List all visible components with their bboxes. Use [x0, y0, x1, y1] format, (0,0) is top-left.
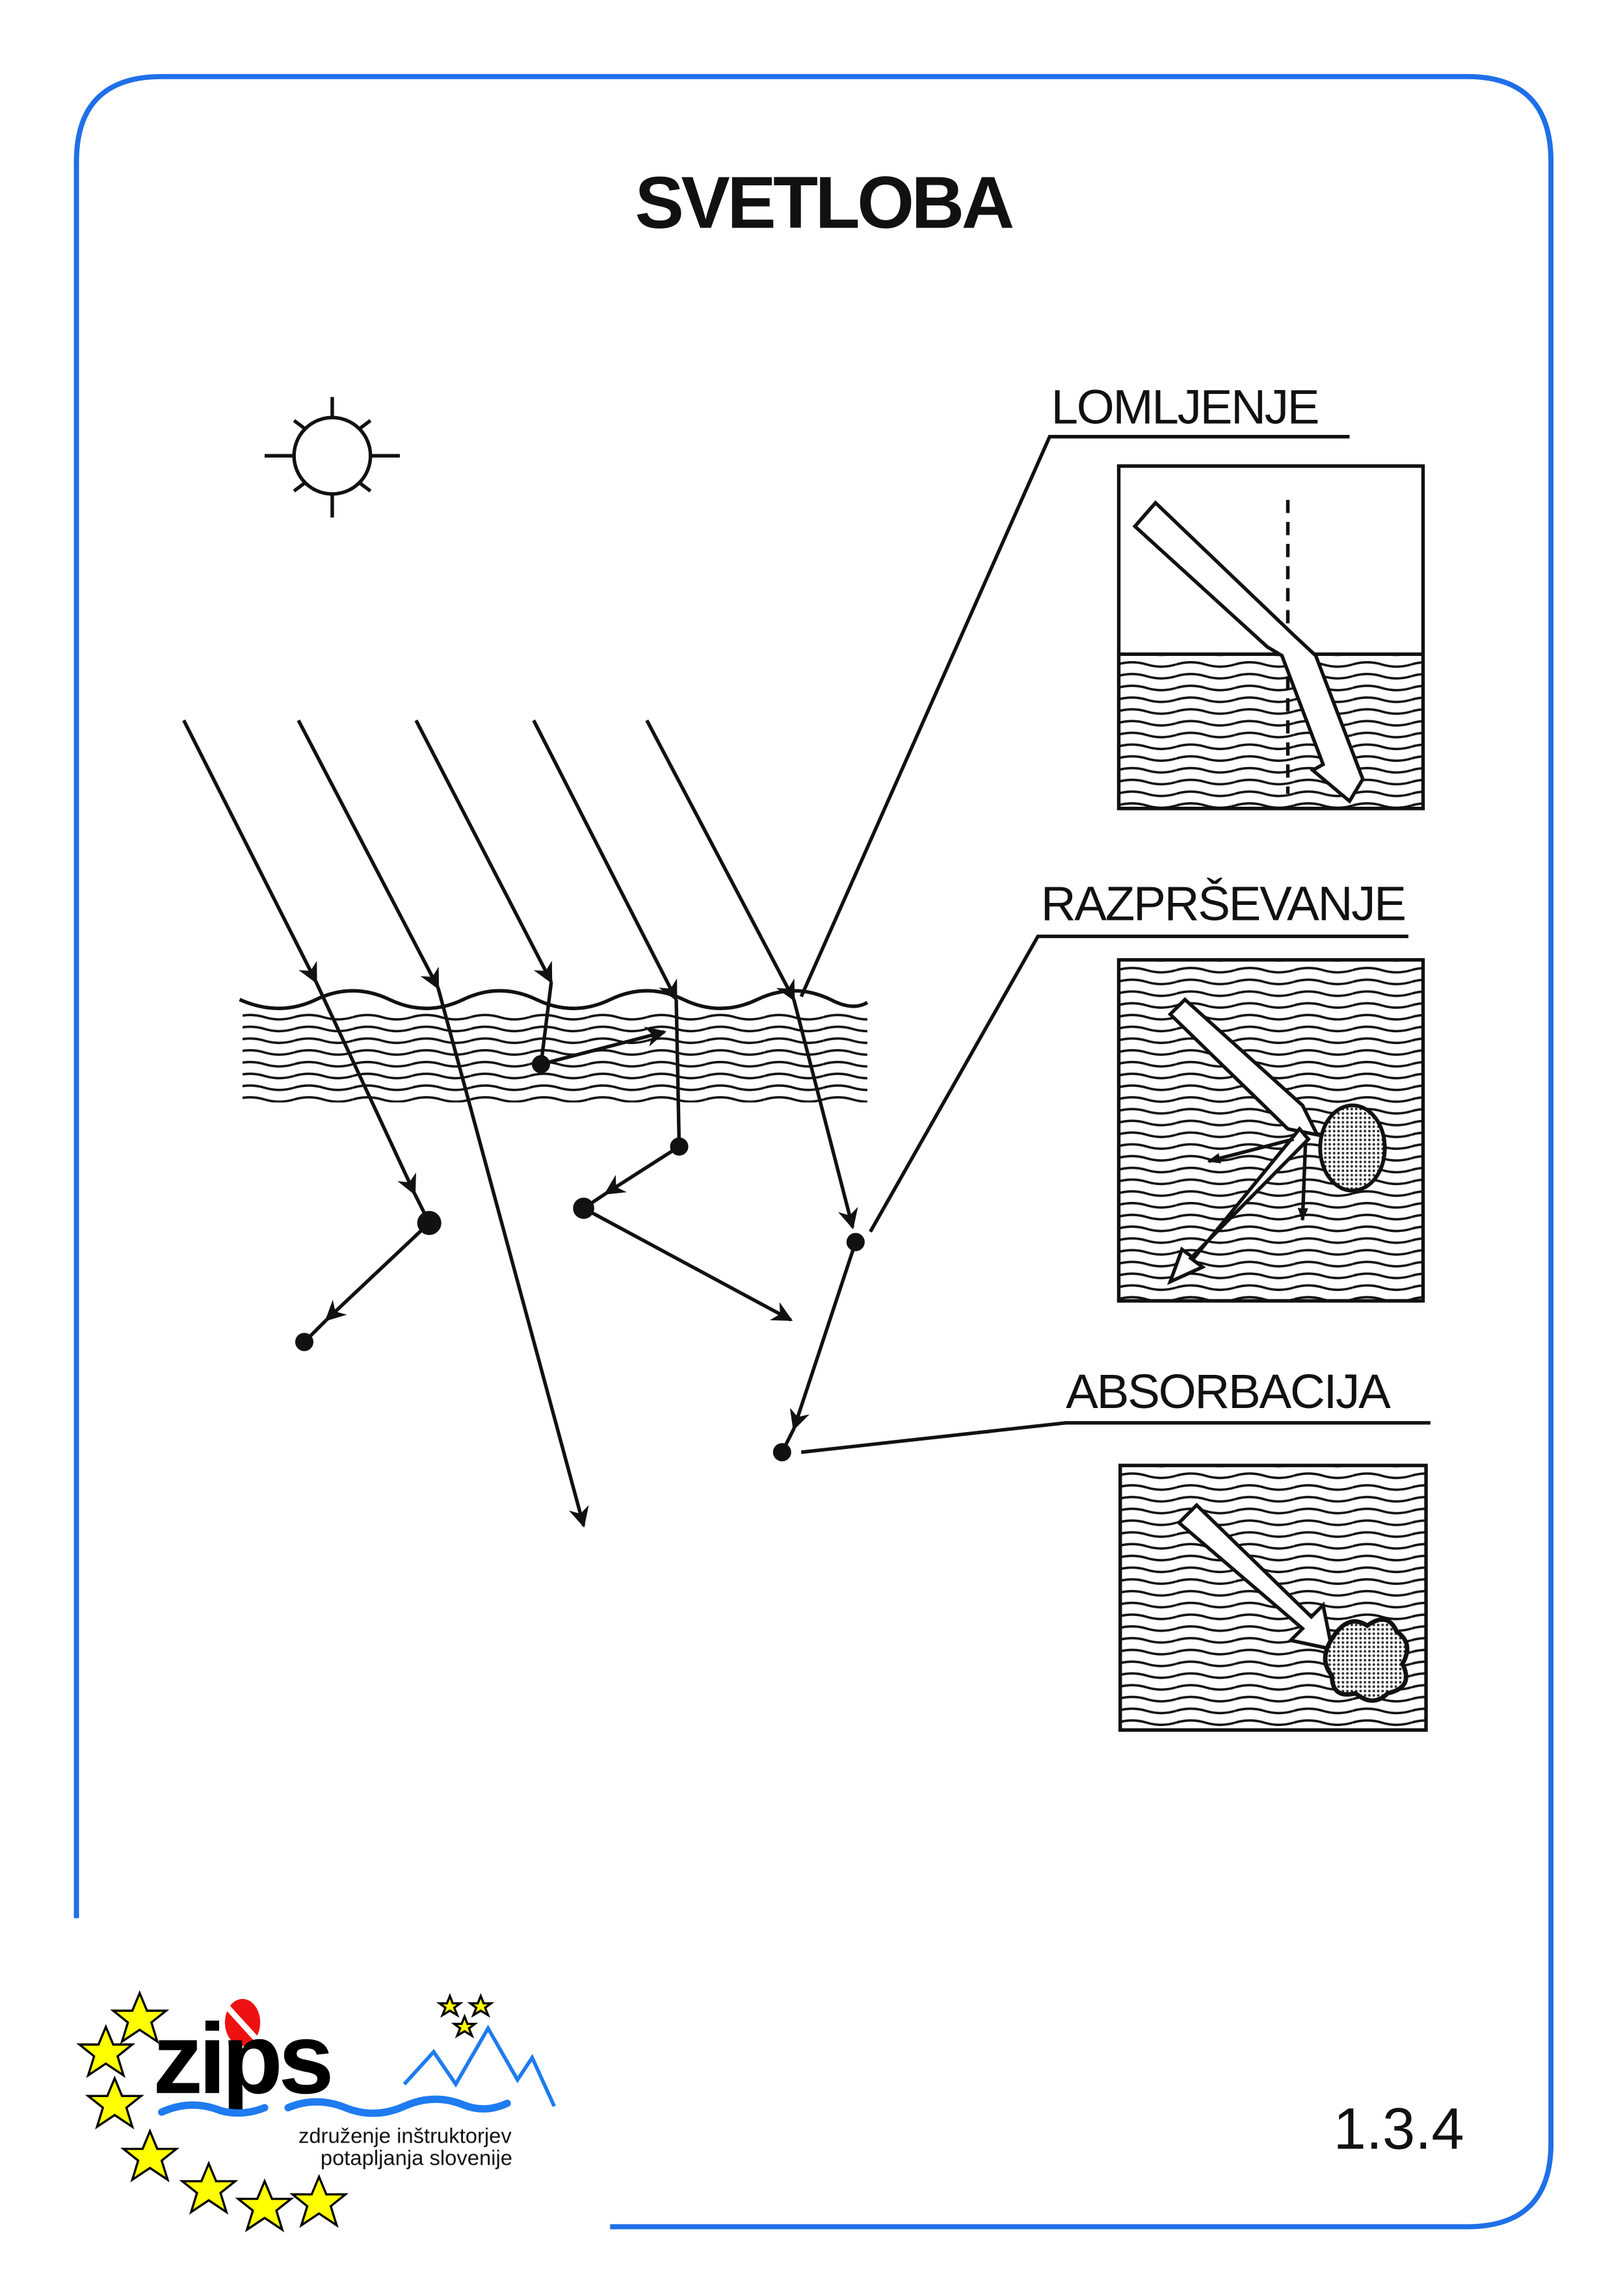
- page-number: 1.3.4: [1334, 2096, 1464, 2162]
- scattering-label: RAZPRŠEVANJE: [1041, 876, 1405, 931]
- ray-1: [182, 719, 318, 984]
- scattering-illustration: [1116, 958, 1425, 1303]
- sun-icon: [264, 397, 400, 518]
- ray-2: [297, 719, 440, 990]
- logo-subtitle-line1: združenje inštruktorjev: [298, 2124, 512, 2148]
- water-band: [239, 989, 869, 1102]
- zips-logo: zips združenje inštruktorjev potapljanja…: [76, 1990, 556, 2233]
- ray-5: [645, 719, 796, 1002]
- ray-3: [414, 719, 553, 984]
- logo-subtitle-line2: potapljanja slovenije: [321, 2146, 512, 2170]
- label-absorption: ABSORBACIJA: [800, 1364, 1431, 1454]
- star-icons: [76, 1990, 495, 2233]
- logo-wordmark: zips: [153, 2003, 330, 2115]
- page-title: SVETLOBA: [635, 162, 1012, 244]
- refraction-illustration: [1116, 464, 1425, 811]
- ray-4: [532, 719, 678, 1002]
- page-border: [73, 73, 1554, 2230]
- absorption-illustration: [1118, 1463, 1428, 1732]
- label-scattering: RAZPRŠEVANJE: [869, 876, 1408, 1233]
- light-rays: [182, 719, 865, 1528]
- refraction-label: LOMLJENJE: [1051, 379, 1319, 434]
- absorption-label: ABSORBACIJA: [1066, 1364, 1391, 1418]
- label-refraction: LOMLJENJE: [799, 379, 1350, 998]
